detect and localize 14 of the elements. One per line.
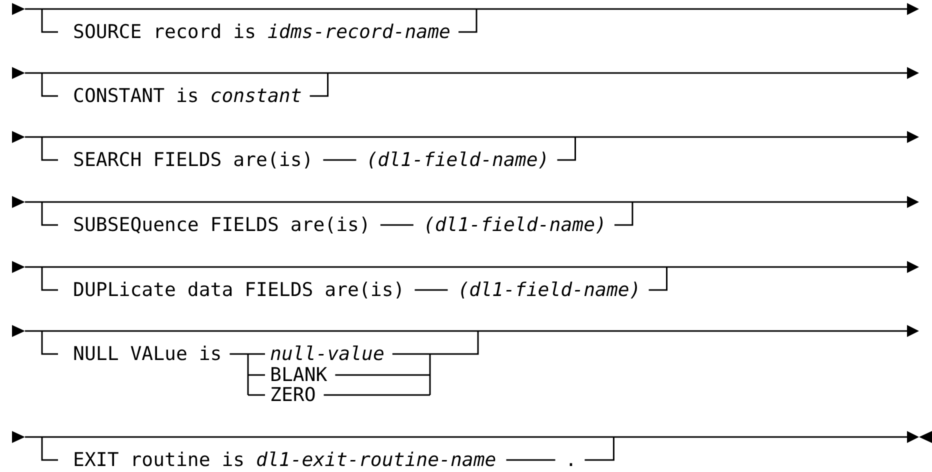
syntax-text: SOURCE record is idms-record-name (73, 21, 450, 43)
syntax-text: EXIT routine is dl1-exit-routine-name (73, 449, 496, 471)
syntax-text: CONSTANT is constant (73, 85, 302, 107)
syntax-text: SEARCH FIELDS are(is) (73, 149, 314, 171)
syntax-text: BLANK (270, 364, 328, 386)
syntax-text: (dl1-field-name) (366, 149, 550, 171)
syntax-text: ZERO (270, 384, 316, 406)
syntax-text: SUBSEQuence FIELDS are(is) (73, 214, 370, 236)
syntax-text: null-value (270, 343, 384, 365)
syntax-text: (dl1-field-name) (458, 279, 641, 301)
syntax-text: . (565, 449, 577, 471)
syntax-text: DUPLicate data FIELDS are(is) (73, 279, 405, 301)
syntax-text: (dl1-field-name) (423, 214, 606, 236)
syntax-text: NULL VALue is (73, 343, 222, 365)
